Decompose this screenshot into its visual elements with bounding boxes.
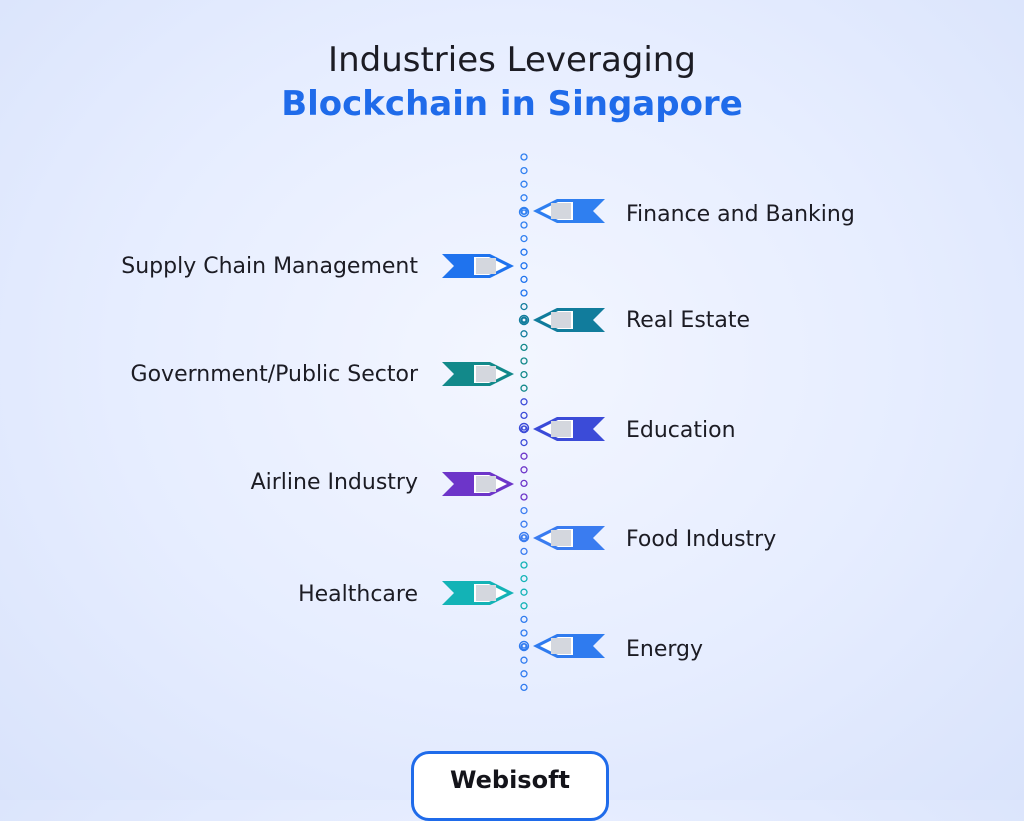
spine-dot [520,180,528,188]
spine-dot [520,602,528,610]
spine-dot [520,207,528,216]
tag-window-shade [551,530,571,546]
spine-node [518,422,530,434]
spine-dot [520,289,528,297]
industry-label-real-estate: Real Estate [626,308,751,333]
spine-dot [520,438,528,447]
spine-dot [520,411,528,420]
spine-dot [520,520,528,528]
spine-dot [520,275,528,284]
tag-arrow-real-estate [533,308,605,332]
spine-dot [520,642,528,651]
spine-node [518,314,530,326]
spine-dot [520,506,528,515]
logo-text: Webisoft [450,766,570,794]
spine-node-inner [521,209,527,215]
industry-label-finance: Finance and Banking [626,202,855,227]
spine-dot [520,479,528,488]
title-line-1: Industries Leveraging [328,40,696,80]
tag-window-shade [476,366,496,382]
spine-dot [520,452,528,460]
spine-node-inner [521,425,527,431]
tag-arrow-food [533,526,605,550]
tag-arrow-airline [442,472,514,496]
spine-dot [520,466,528,474]
spine-dot [520,153,528,161]
spine-dot [520,398,528,406]
spine-dot [520,221,528,229]
tag-window-shade [476,258,496,274]
spine-node-inner [521,534,527,540]
industry-label-government: Government/Public Sector [130,362,418,387]
spine-dot [520,493,528,501]
spine-dot [520,370,528,379]
spine-dot [520,166,528,175]
spine-dot [520,670,528,678]
spine-dot [520,425,528,433]
spine-dot [520,357,528,365]
industry-label-healthcare: Healthcare [298,582,418,607]
webisoft-logo: Webisoft [411,751,609,821]
tag-window-shade [476,585,496,601]
spine-dot [520,194,528,202]
spine-dot [520,561,528,569]
title-line-2: Blockchain in Singapore [281,84,743,124]
spine-dot [520,330,528,338]
tag-window-shade [551,203,571,219]
tag-arrow-education [533,417,605,441]
spine-node [518,531,530,543]
spine-dot [520,629,528,637]
spine-dot [520,384,528,392]
tag-window-shade [551,421,571,437]
spine-dot [520,316,528,324]
spine-node [518,640,530,652]
spine-dot [520,262,528,270]
tag-window-shade [476,476,496,492]
tag-arrow-supply-chain [442,254,514,278]
industry-label-supply-chain: Supply Chain Management [121,254,418,279]
spine-dot [520,588,528,596]
tag-arrow-healthcare [442,581,514,605]
spine-dot [520,534,528,542]
tag-arrow-finance [533,199,605,223]
spine-dot [520,656,528,664]
spine-dot [520,343,528,352]
spine-node-inner [521,643,527,649]
spine-node [518,206,530,218]
tag-window-shade [551,312,571,328]
spine-dot [520,683,528,692]
spine-node-inner [521,317,527,323]
spine-dot [520,234,528,243]
industry-label-energy: Energy [626,637,704,662]
spine-dot [520,547,528,556]
industry-label-airline: Airline Industry [250,470,418,495]
spine-dot [520,574,528,583]
industry-label-education: Education [626,418,736,443]
tag-arrow-energy [533,634,605,658]
spine-dot [520,248,528,256]
tag-arrow-government [442,362,514,386]
tag-window-shade [551,638,571,654]
spine-dot [520,302,528,311]
spine-dot [520,615,528,624]
industry-label-food: Food Industry [626,527,777,552]
